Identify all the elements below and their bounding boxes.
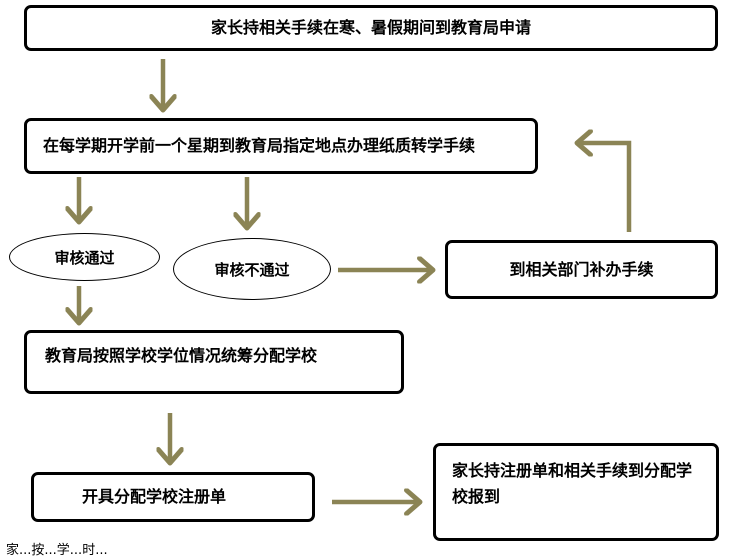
arrow-supplement-to-paper [577, 143, 632, 232]
node-report-to-school-label: 家长持注册单和相关手续到分配学校报到 [452, 461, 693, 506]
node-supplement-label: 到相关部门补办手续 [509, 259, 654, 279]
node-register-form-label: 开具分配学校注册单 [82, 487, 227, 506]
node-review-pass: 审核通过 [9, 233, 160, 281]
node-assign-school-label: 教育局按照学校学位情况统筹分配学校 [45, 346, 318, 365]
node-apply: 家长持相关手续在寒、暑假期间到教育局申请 [24, 5, 718, 51]
node-assign-school: 教育局按照学校学位情况统筹分配学校 [24, 330, 404, 394]
node-report-to-school: 家长持注册单和相关手续到分配学校报到 [433, 443, 719, 541]
node-paper-transfer-label: 在每学期开学前一个星期到教育局指定地点办理纸质转学手续 [43, 136, 476, 155]
node-paper-transfer: 在每学期开学前一个星期到教育局指定地点办理纸质转学手续 [24, 118, 538, 174]
node-register-form: 开具分配学校注册单 [31, 472, 315, 522]
node-supplement: 到相关部门补办手续 [445, 240, 718, 299]
node-review-fail-label: 审核不通过 [214, 260, 290, 279]
node-review-fail: 审核不通过 [173, 238, 331, 300]
node-review-pass-label: 审核通过 [54, 248, 115, 267]
node-apply-label: 家长持相关手续在寒、暑假期间到教育局申请 [210, 18, 531, 37]
cut-off-footer-text: 家...按...学...时... [6, 543, 108, 558]
